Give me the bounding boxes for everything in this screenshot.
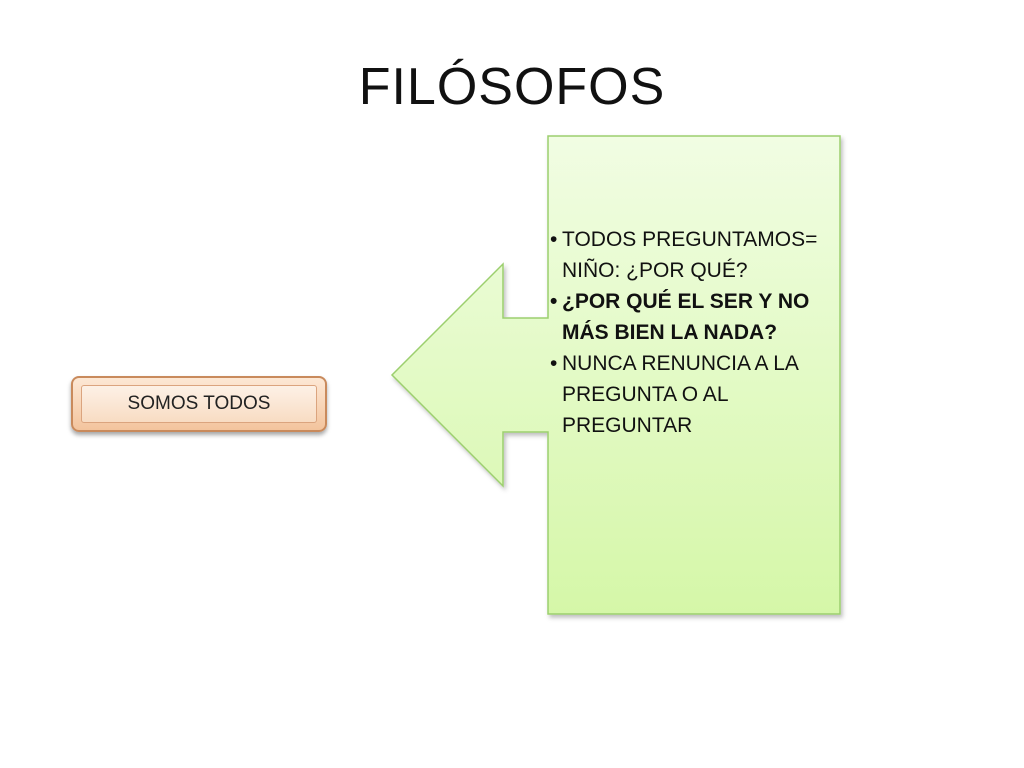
slide-title: FILÓSOFOS [358,58,666,116]
bullet-dot: • [550,352,558,375]
bullet-text: TODOS PREGUNTAMOS= NIÑO: ¿POR QUÉ? [562,228,818,282]
bullet-dot: • [550,290,558,313]
callout-bullet: •TODOS PREGUNTAMOS= NIÑO: ¿POR QUÉ? [550,224,828,286]
bullet-text: NUNCA RENUNCIA A LA PREGUNTA O AL PREGUN… [562,352,798,437]
left-arrow-shape [390,135,841,615]
callout-text-block: •TODOS PREGUNTAMOS= NIÑO: ¿POR QUÉ? •¿PO… [550,224,828,441]
somos-todos-box: SOMOS TODOS [71,376,327,432]
somos-todos-label: SOMOS TODOS [81,385,317,423]
callout-bullet: •¿POR QUÉ EL SER Y NO MÁS BIEN LA NADA? [550,286,828,348]
bullet-text: ¿POR QUÉ EL SER Y NO MÁS BIEN LA NADA? [562,290,810,344]
callout-bullet: •NUNCA RENUNCIA A LA PREGUNTA O AL PREGU… [550,348,828,441]
bullet-dot: • [550,228,558,251]
